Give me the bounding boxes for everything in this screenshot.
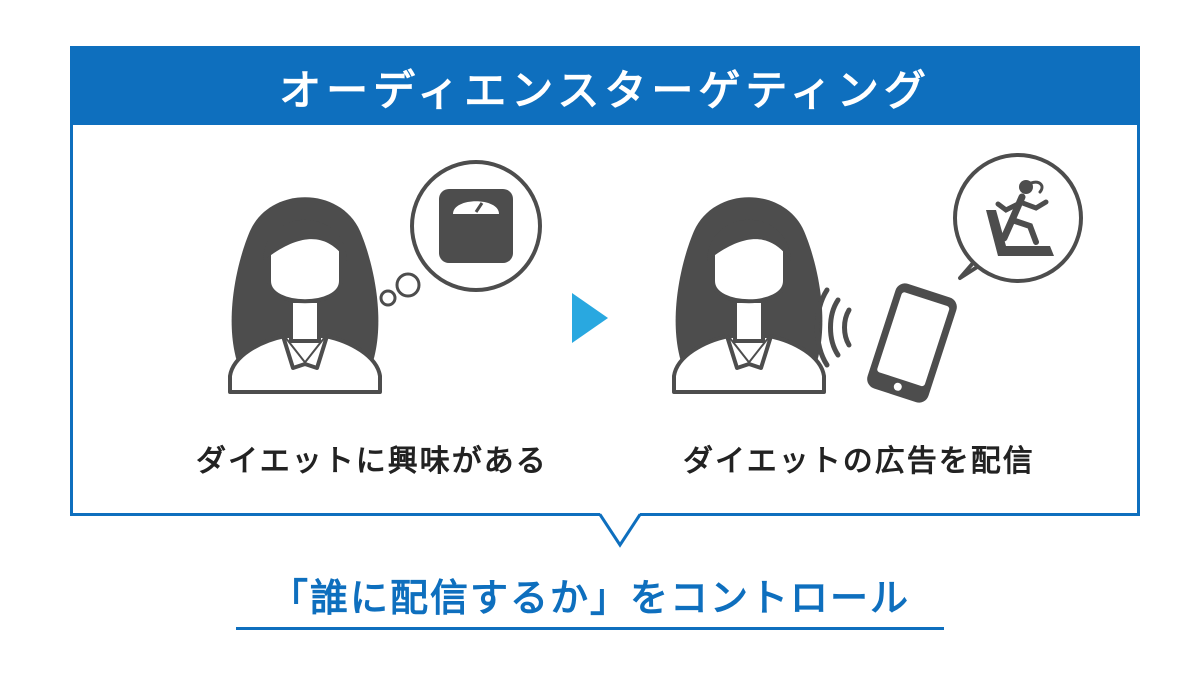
smartphone-icon — [867, 283, 957, 403]
woman-figure-left — [228, 195, 382, 394]
step-caption-interest: ダイエットに興味がある — [196, 444, 548, 479]
signal-waves-icon — [814, 287, 852, 368]
thought-dot-large — [395, 272, 421, 298]
step-caption-delivery: ダイエットの広告を配信 — [683, 444, 1035, 479]
thought-dot-small — [379, 289, 397, 307]
woman-figure-right — [672, 195, 826, 394]
panel-title: オーディエンスターゲティング — [73, 49, 1137, 125]
control-message-underline — [236, 627, 944, 630]
speech-bubble — [953, 153, 1083, 283]
scale-icon — [439, 189, 513, 263]
treadmill-runner-icon — [986, 180, 1054, 256]
next-arrow-icon — [572, 293, 608, 343]
control-message: 「誰に配信するか」をコントロール — [269, 576, 910, 620]
